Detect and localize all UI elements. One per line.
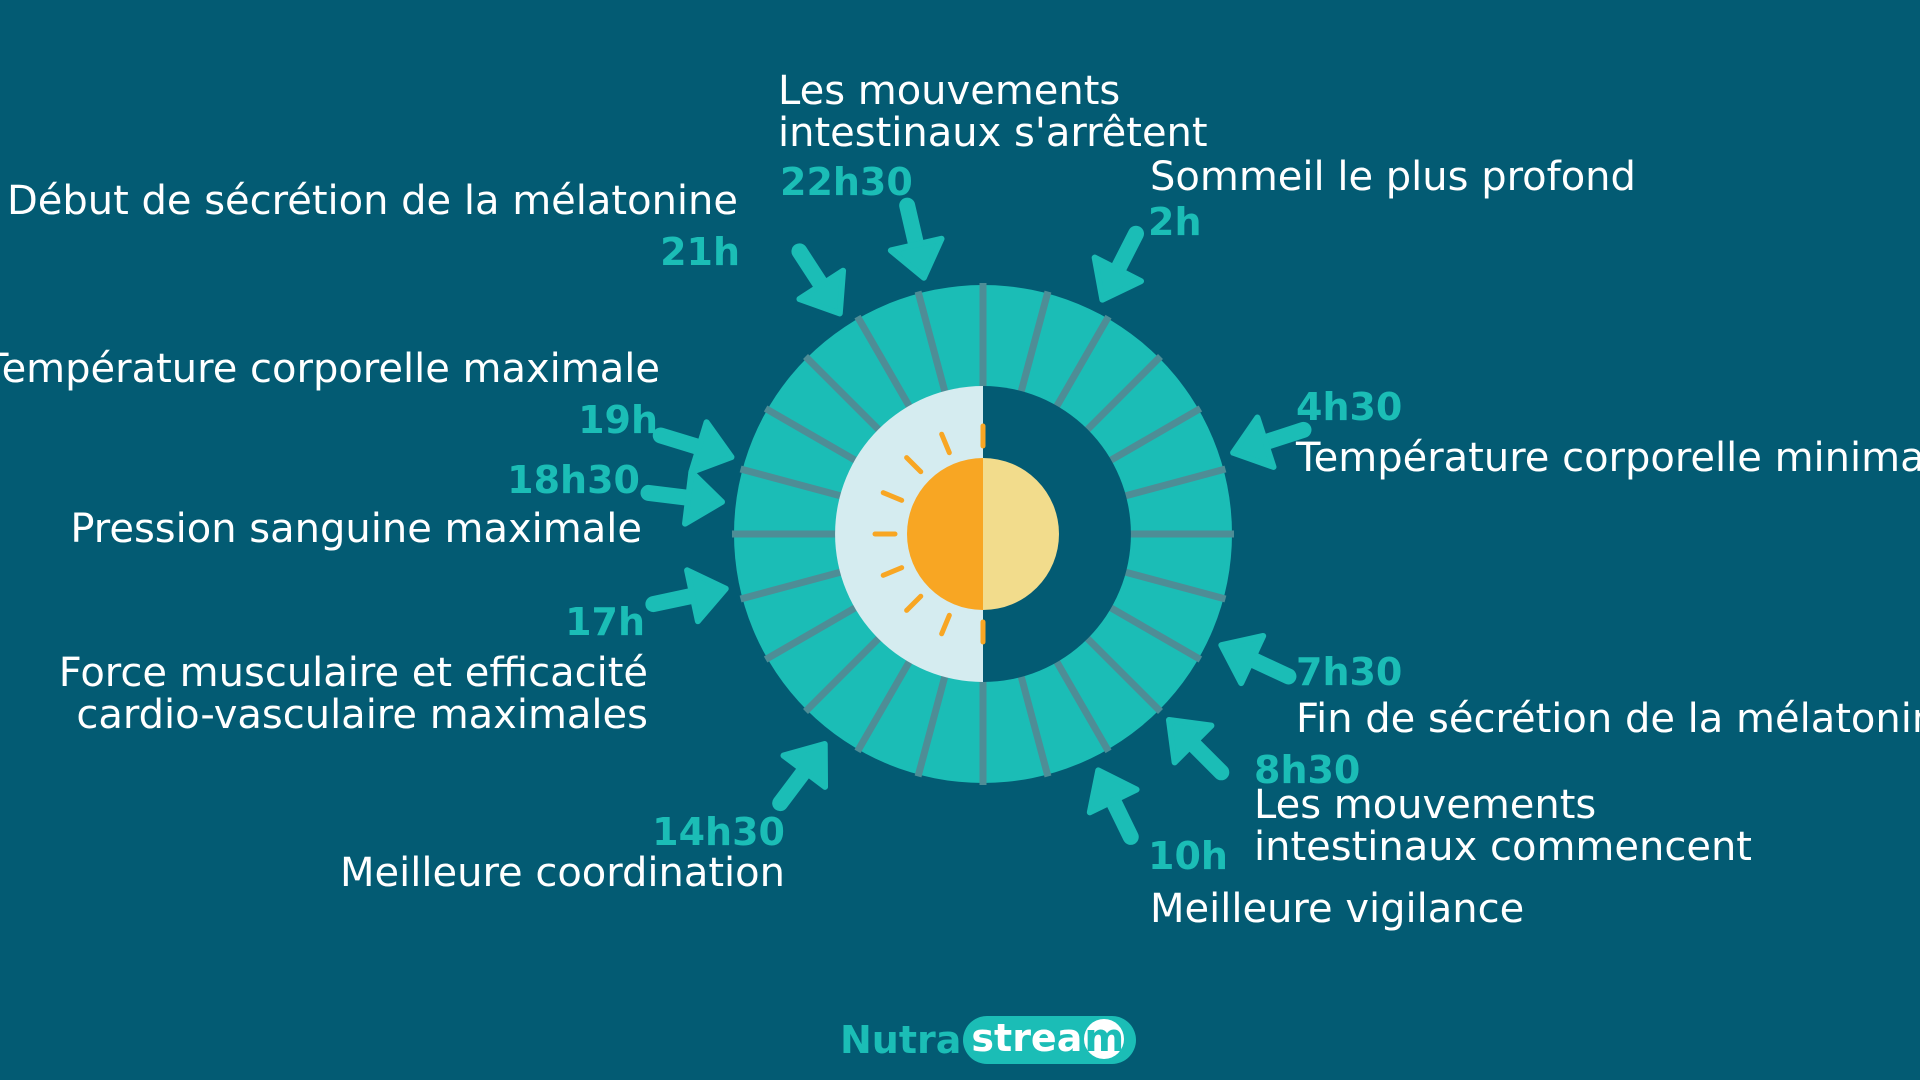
arrow-icon [645,567,729,625]
dial-spoke [1105,602,1203,663]
dial-spoke [1120,567,1227,603]
arrow-icon [640,468,725,527]
sun-ray [904,455,924,475]
arrow-icon [1086,767,1140,845]
event-730-time: 7h30 [1296,650,1403,694]
sun-icon [907,458,983,610]
arrow-icon [1165,716,1230,781]
event-21h-label: Début de sécrétion de la mélatonine [6,178,738,224]
dial-spoke [914,290,950,397]
sun-ray [939,612,952,637]
event-2230-time: 22h30 [780,160,913,204]
dial-spoke [854,656,915,754]
event-1430-time: 14h30 [652,810,785,854]
event-2h-label: Sommeil le plus profond [1150,154,1636,200]
dial-spoke [1051,656,1112,754]
dial-spoke [763,405,861,466]
event-1830-time: 18h30 [507,458,640,502]
dial-spoke [1081,632,1163,714]
arrow-icon [1091,225,1145,303]
moon-icon [983,458,1059,610]
event-19h-label: Température corporelle maximale [0,346,660,392]
sun-ray [904,593,924,613]
event-17h-time: 17h [565,600,645,644]
sun-ray [880,490,905,503]
logo-part-1: Nutra [840,1018,962,1062]
brand-logo: Nutra stream [840,1012,1137,1068]
dial-spoke [803,632,885,714]
arrow-icon [887,197,945,281]
dial-spoke [1105,405,1203,466]
arrow-icon [1230,414,1312,470]
event-10h-label: Meilleure vigilance [1150,886,1525,932]
event-21h-time: 21h [660,230,740,274]
dial-spoke [914,671,950,778]
dial-spoke [1081,354,1163,436]
arrow-icon [1218,632,1297,687]
event-19h-time: 19h [578,398,658,442]
event-1430-label: Meilleure coordination [340,850,785,896]
dial-spoke [739,567,846,603]
event-430-label: Température corporelle minimale [1296,435,1920,481]
sun-ray [880,565,905,578]
dial-spoke [1051,314,1112,412]
logo-part-2: stream [963,1016,1137,1064]
dial-spoke [1016,290,1052,397]
event-430-time: 4h30 [1296,385,1403,429]
event-1830-label: Pression sanguine maximale [70,506,642,552]
dial-spoke [763,602,861,663]
dial-spoke [803,354,885,436]
arrow-icon [791,243,847,317]
event-730-label: Fin de sécrétion de la mélatonine [1296,696,1920,742]
dial-spoke [854,314,915,412]
event-10h-time: 10h [1148,834,1228,878]
event-830-time: 8h30 [1254,748,1361,792]
sun-ray [939,431,952,456]
dial-spoke [1120,465,1227,501]
arrow-icon [652,419,735,476]
dial-spoke [1016,671,1052,778]
dial-spoke [739,465,846,501]
logo-part-3: m [1084,1016,1125,1060]
event-2h-time: 2h [1148,200,1202,244]
arrow-icon [772,741,829,812]
